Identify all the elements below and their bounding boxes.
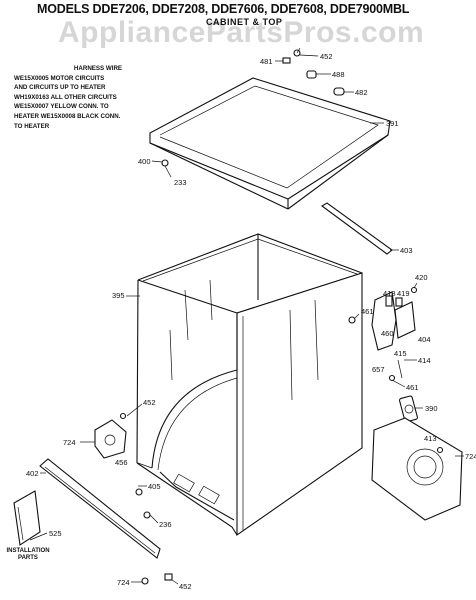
harness-note-line: WE15X0005 MOTOR CIRCUITS — [14, 74, 105, 82]
harness-note-line: AND CIRCUITS UP TO HEATER — [14, 84, 106, 92]
bottom-hardware — [141, 573, 173, 585]
installation-label-line: PARTS — [18, 555, 38, 561]
callout-724-left: 724 — [63, 438, 76, 447]
door-latch-parts — [94, 412, 151, 519]
callout-402: 402 — [26, 469, 39, 478]
watermark: AppliancePartsPros.com — [58, 16, 425, 49]
harness-wire-note: HARNESS WIRE WE15X0005 MOTOR CIRCUITS AN… — [14, 64, 164, 131]
callout-391: 391 — [386, 119, 399, 128]
callout-456: 456 — [115, 458, 128, 467]
callout-395: 395 — [112, 291, 125, 300]
callout-405: 405 — [148, 482, 161, 491]
callout-461: 461 — [361, 307, 374, 316]
diagram-title: MODELS DDE7206, DDE7208, DDE7606, DDE760… — [37, 2, 410, 16]
harness-note-line: WH19X0163 ALL OTHER CIRCUITS — [14, 93, 117, 101]
installation-packet — [13, 490, 41, 546]
rear-access-panel — [371, 417, 463, 521]
installation-parts-label: INSTALLATION PARTS — [3, 548, 53, 562]
installation-label-line: INSTALLATION — [6, 548, 50, 554]
harness-note-line: WE15X0007 YELLOW CONN. TO — [14, 103, 109, 111]
callout-482: 482 — [355, 88, 368, 97]
callout-724-bottom: 724 — [117, 578, 130, 587]
callout-numbers: 481 452 488 482 391 400 233 403 395 420 … — [26, 52, 476, 591]
rear-bracket — [321, 202, 393, 255]
callout-400: 400 — [138, 157, 151, 166]
toe-kick-panel — [39, 458, 161, 559]
callout-418: 418 — [383, 289, 396, 298]
callout-415: 415 — [394, 349, 407, 358]
callout-461-lower: 461 — [406, 383, 419, 392]
callout-724-right: 724 — [465, 452, 476, 461]
callout-452-bottom: 452 — [179, 582, 192, 591]
harness-note-line: TO HEATER — [14, 122, 50, 130]
callout-390: 390 — [425, 404, 438, 413]
callout-481: 481 — [260, 57, 273, 66]
callout-525: 525 — [49, 529, 62, 538]
harness-note-heading: HARNESS WIRE — [73, 65, 123, 72]
cabinet-body — [136, 233, 363, 537]
callout-233: 233 — [174, 178, 187, 187]
callout-403: 403 — [400, 246, 413, 255]
harness-note-line: HEATER WE15X0008 BLACK CONN. — [14, 112, 121, 120]
right-hardware — [348, 286, 418, 423]
callout-414: 414 — [418, 356, 431, 365]
callout-404: 404 — [418, 335, 431, 344]
callout-236: 236 — [159, 520, 172, 529]
callout-413: 413 — [424, 434, 437, 443]
leader-lines — [29, 54, 464, 585]
callout-657: 657 — [372, 365, 385, 374]
top-panel — [149, 77, 391, 210]
callout-452-left: 452 — [143, 398, 156, 407]
callout-420: 420 — [415, 273, 428, 282]
callout-452: 452 — [320, 52, 333, 61]
callout-488: 488 — [332, 70, 345, 79]
diagram-subtitle: CABINET & TOP — [206, 17, 283, 27]
callout-460: 460 — [381, 329, 394, 338]
top-hardware — [161, 47, 345, 178]
callout-419: 419 — [397, 289, 410, 298]
